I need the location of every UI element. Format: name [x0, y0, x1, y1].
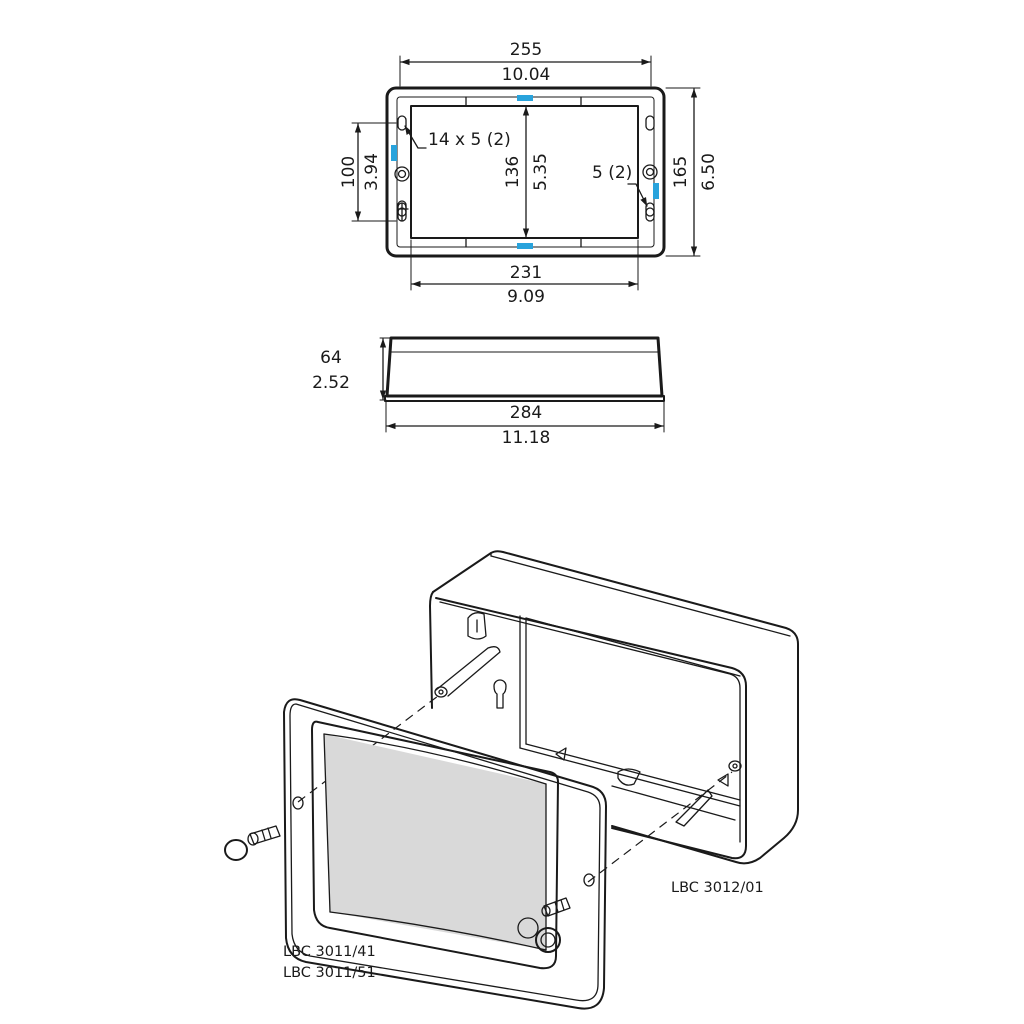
side-view-body — [385, 336, 664, 398]
dim-hole-spacing-mm: 100 — [339, 156, 359, 188]
dim-overall-width: 255 10.04 — [399, 40, 652, 87]
side-view-base — [384, 395, 665, 402]
dim-side-width-mm: 284 — [510, 403, 542, 423]
dim-depth: 64 2.52 — [312, 337, 391, 401]
dim-side-width-in: 11.18 — [502, 428, 551, 448]
left-cap — [224, 839, 248, 861]
top-view: 255 10.04 231 9.09 165 6.50 136 5.35 — [339, 40, 719, 307]
top-view-left-keyhole — [397, 200, 409, 222]
dim-inner-height: 136 5.35 — [503, 106, 551, 238]
front-cover — [283, 698, 607, 1010]
right-screw — [541, 897, 571, 917]
slot-callout: 14 x 5 (2) — [404, 125, 511, 150]
dim-hole-spacing: 100 3.94 — [339, 122, 397, 222]
left-screw — [247, 825, 281, 846]
assembly-lines — [297, 695, 733, 883]
cover-part-label-1: LBC 3011/41 — [283, 944, 376, 960]
dim-depth-in: 2.52 — [312, 373, 350, 393]
dim-overall-height-in: 6.50 — [699, 153, 719, 191]
top-view-right-screw-hole — [642, 164, 658, 180]
dim-side-width: 284 11.18 — [385, 401, 665, 448]
top-view-right-slot — [645, 115, 655, 131]
top-view-opening — [410, 105, 639, 239]
dim-inner-height-mm: 136 — [503, 156, 523, 188]
side-view: 64 2.52 284 11.18 — [312, 336, 665, 448]
cover-part-label-2: LBC 3011/51 — [283, 965, 376, 981]
dim-overall-width-mm: 255 — [510, 40, 542, 60]
dim-inner-height-in: 5.35 — [531, 153, 551, 191]
top-view-left-screw-hole — [394, 166, 410, 182]
diffuser-panel — [324, 734, 546, 950]
top-view-right-keyhole — [645, 202, 655, 222]
top-view-left-slot — [397, 115, 407, 131]
dim-depth-mm: 64 — [320, 348, 342, 368]
dim-inner-width-mm: 231 — [510, 263, 542, 283]
hole-callout: 5 (2) — [592, 163, 648, 207]
dim-inner-width: 231 9.09 — [410, 239, 639, 307]
dim-overall-width-in: 10.04 — [502, 65, 551, 85]
dim-hole-spacing-in: 3.94 — [362, 153, 382, 191]
slot-label: 14 x 5 (2) — [428, 130, 511, 150]
box-part-label: LBC 3012/01 — [671, 880, 764, 896]
hole-label: 5 (2) — [592, 163, 632, 183]
dim-inner-width-in: 9.09 — [507, 287, 545, 307]
dim-overall-height: 165 6.50 — [665, 87, 719, 257]
top-view-rim-ticks — [465, 96, 582, 248]
top-view-outer-frame — [385, 86, 666, 258]
back-box — [429, 550, 799, 865]
top-view-blue-tabs — [391, 95, 659, 249]
dim-overall-height-mm: 165 — [671, 156, 691, 188]
exploded-view: LBC 3012/01 LBC 3011/41 LBC 3011/51 — [224, 550, 799, 1010]
